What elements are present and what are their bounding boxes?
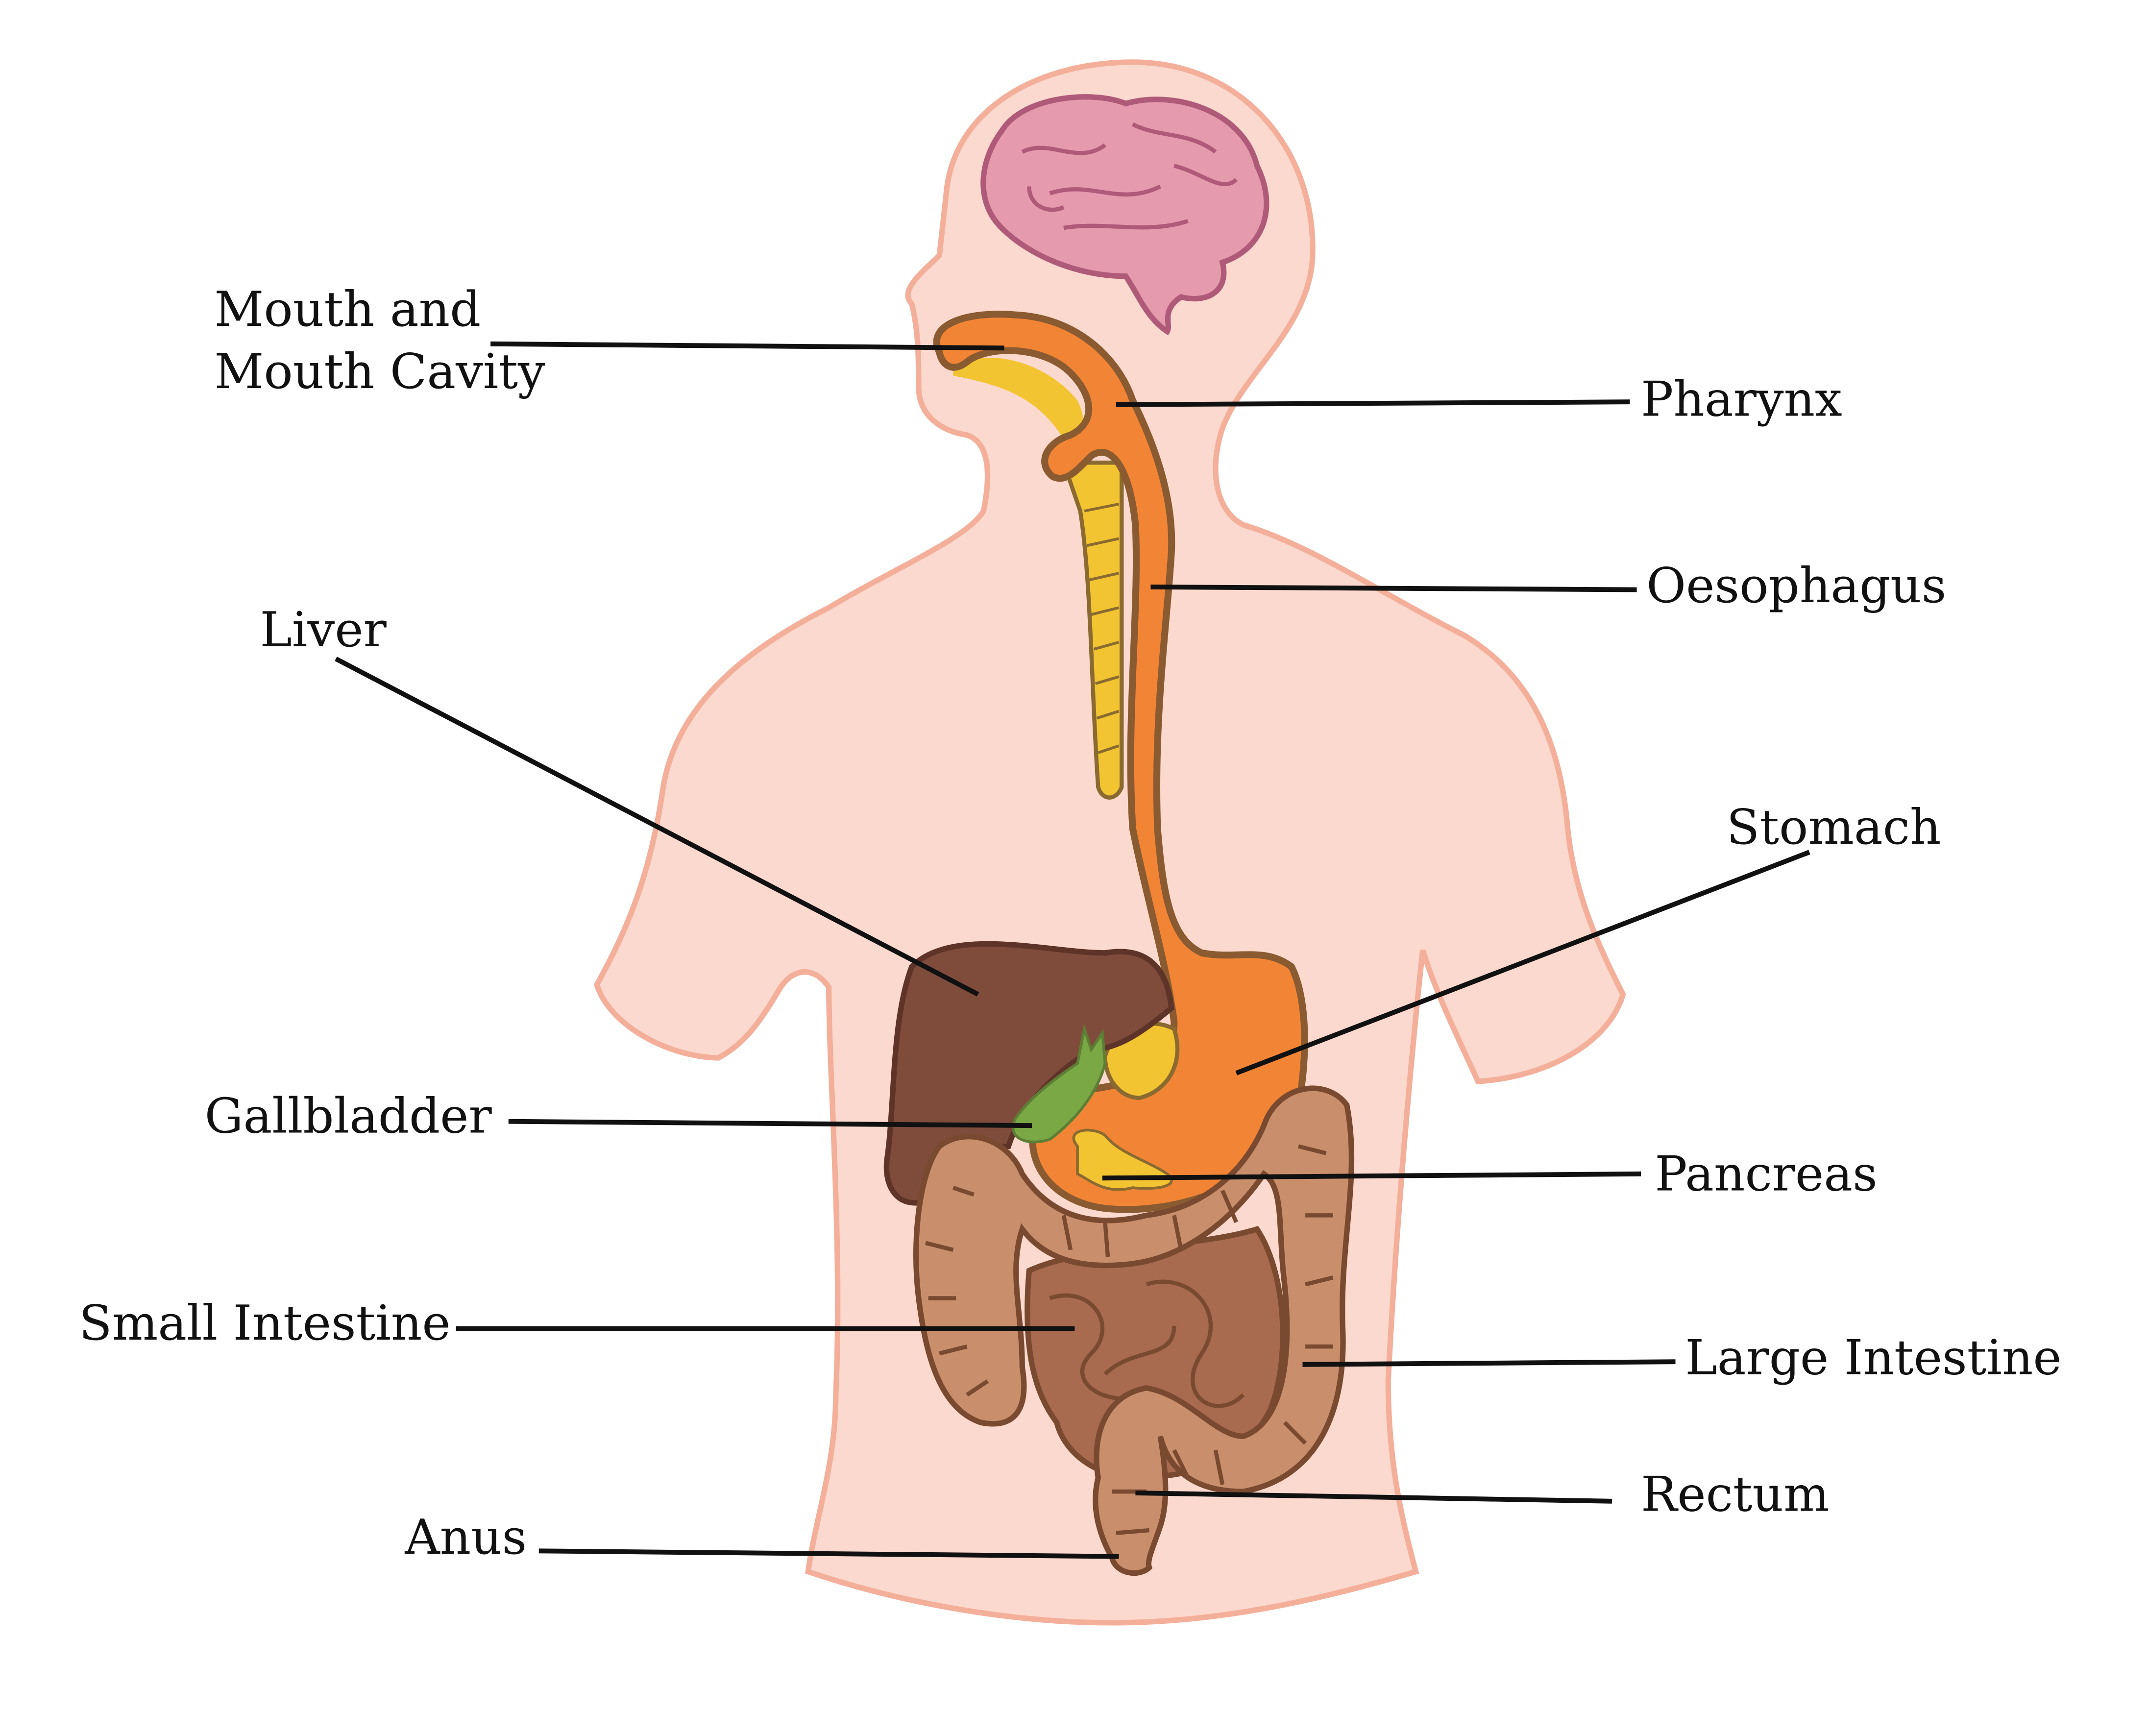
label-small-intestine: Small Intestine (79, 1295, 451, 1351)
mouth-cavity (953, 358, 1083, 440)
leader-line-pancreas (1102, 1171, 1641, 1181)
leader-line-pharynx (1116, 399, 1630, 407)
label-pharynx: Pharynx (1641, 371, 1842, 427)
label-mouth-line1: Mouth and (214, 281, 481, 338)
pancreas (1072, 1128, 1173, 1191)
leader-line-large-intestine (1302, 1359, 1676, 1367)
leader-line-gallbladder (508, 1119, 1032, 1128)
brain (980, 94, 1269, 336)
label-mouth-line2: Mouth Cavity (214, 343, 545, 400)
large-intestine (913, 1085, 1355, 1576)
label-gallbladder: Gallbladder (205, 1088, 492, 1144)
leader-line-oesophagus (1150, 584, 1637, 592)
label-large-intestine: Large Intestine (1685, 1330, 2062, 1386)
label-rectum: Rectum (1641, 1467, 1830, 1523)
gallbladder (1011, 1023, 1107, 1144)
label-anus: Anus (404, 1509, 527, 1565)
oesophagus (933, 311, 1308, 1213)
leader-line-liver (335, 657, 979, 997)
label-oesophagus: Oesophagus (1646, 558, 1946, 614)
leader-line-mouth (490, 341, 1004, 351)
label-pancreas: Pancreas (1655, 1146, 1877, 1202)
leader-line-stomach (1235, 850, 1810, 1076)
label-liver: Liver (260, 602, 387, 658)
label-stomach: Stomach (1727, 799, 1941, 856)
leader-line-rectum (1135, 1490, 1612, 1504)
leader-line-anus (538, 1548, 1119, 1559)
body-silhouette (594, 59, 1626, 1626)
